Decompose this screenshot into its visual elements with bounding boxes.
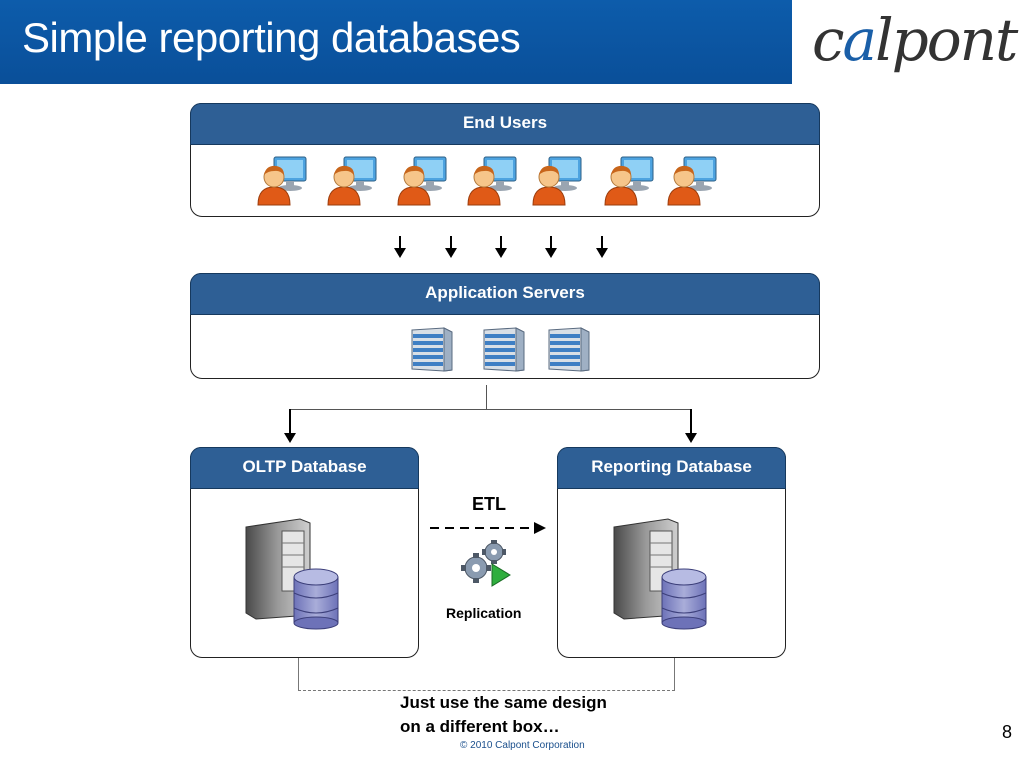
arrow-down [445, 236, 457, 258]
arrow-to-oltp [284, 409, 296, 443]
server-rack-icon [483, 327, 525, 372]
app-servers-label: Application Servers [190, 273, 820, 315]
user-computer-icon [257, 156, 307, 206]
note-line-1: Just use the same design [400, 693, 607, 712]
gears-play-icon [461, 540, 511, 587]
user-computer-icon [667, 156, 717, 206]
arrow-to-reporting [685, 409, 697, 443]
end-users-label: End Users [190, 103, 820, 145]
server-rack-icon [548, 327, 590, 372]
arrow-down [545, 236, 557, 258]
database-server-icon [613, 518, 707, 630]
oltp-label: OLTP Database [190, 447, 419, 489]
connector-stem [486, 385, 487, 409]
bracket-right [674, 658, 675, 690]
calpont-logo: calpont [812, 6, 1018, 74]
server-rack-icon [411, 327, 453, 372]
copyright: © 2010 Calpont Corporation [460, 740, 585, 751]
etl-label: ETL [472, 494, 506, 514]
user-computer-icon [467, 156, 517, 206]
app-servers-panel: Application Servers [190, 273, 820, 379]
note-line-2: on a different box… [400, 717, 560, 736]
arrow-down [596, 236, 608, 258]
arrow-down [394, 236, 406, 258]
arrow-down [495, 236, 507, 258]
database-server-icon [245, 518, 339, 630]
user-computer-icon [327, 156, 377, 206]
bracket-left [298, 658, 299, 690]
connector-horizontal [290, 409, 691, 410]
user-computer-icon [397, 156, 447, 206]
bracket-bottom-dashed [298, 690, 675, 691]
user-computer-icon [604, 156, 654, 206]
logo-area [792, 0, 1024, 84]
reporting-label: Reporting Database [557, 447, 786, 489]
dashed-arrow-right [430, 522, 546, 534]
slide-title: Simple reporting databases [22, 14, 521, 61]
page-number: 8 [1002, 722, 1013, 742]
user-computer-icon [532, 156, 582, 206]
replication-label: Replication [446, 605, 522, 621]
